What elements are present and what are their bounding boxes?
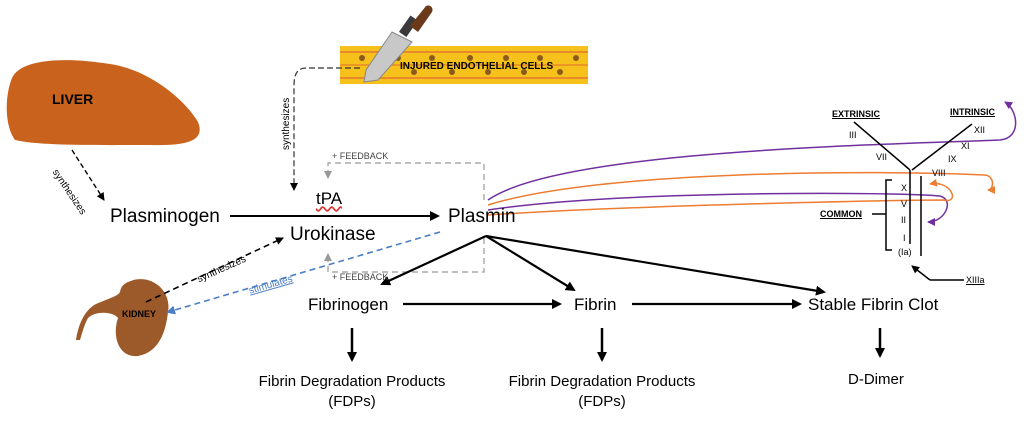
factor-x: X bbox=[901, 183, 908, 193]
liver-shape bbox=[6, 60, 200, 146]
stimulates-arrow bbox=[166, 231, 441, 315]
fdp-from-fibrinogen-line2: (FDPs) bbox=[328, 393, 376, 410]
fdp-from-fibrin-line2: (FDPs) bbox=[578, 393, 626, 410]
intrinsic-label: INTRINSIC bbox=[950, 107, 995, 117]
feedback-top-label: + FEEDBACK bbox=[332, 151, 389, 161]
fdp-from-fibrinogen-line1: Fibrin Degradation Products bbox=[258, 373, 446, 390]
tpa-node: tPA bbox=[316, 189, 343, 208]
factor-i: I bbox=[903, 233, 906, 243]
d-dimer-node: D-Dimer bbox=[848, 371, 904, 388]
factor-xiiia: XIIIa bbox=[966, 275, 985, 285]
factor-vii: VII bbox=[876, 152, 888, 162]
fibrin-node: Fibrin bbox=[574, 295, 617, 314]
kidney-shape bbox=[76, 279, 169, 357]
factor-ix: IX bbox=[948, 154, 957, 164]
coagulation-cascade bbox=[853, 121, 973, 281]
factor-ia: (Ia) bbox=[898, 247, 912, 257]
endothelium-label: INJURED ENDOTHELIAL CELLS bbox=[400, 61, 554, 72]
feedback-bottom-label: + FEEDBACK bbox=[332, 272, 389, 282]
plasminogen-node: Plasminogen bbox=[110, 206, 220, 227]
factor-viii: VIII bbox=[932, 168, 946, 178]
fdp-from-fibrin-line1: Fibrin Degradation Products bbox=[508, 373, 696, 390]
fdp-from-fibrinogen: Fibrin Degradation Products (FDPs) bbox=[236, 372, 468, 412]
extrinsic-label: EXTRINSIC bbox=[832, 109, 881, 119]
urokinase-node: Urokinase bbox=[290, 224, 376, 245]
liver-label: LIVER bbox=[52, 91, 94, 107]
stable-fibrin-clot-node: Stable Fibrin Clot bbox=[808, 295, 939, 314]
main-arrows bbox=[230, 211, 885, 362]
factor-xii: XII bbox=[974, 125, 986, 135]
factor-v: V bbox=[901, 199, 908, 209]
endothelium-synthesizes-label: synthesizes bbox=[281, 97, 292, 150]
kidney-label: KIDNEY bbox=[122, 309, 157, 319]
factor-ii: II bbox=[901, 215, 907, 225]
factor-xi: XI bbox=[961, 141, 970, 151]
common-label: COMMON bbox=[820, 209, 862, 219]
cascade-feedback-curves bbox=[487, 101, 1017, 226]
fdp-from-fibrin: Fibrin Degradation Products (FDPs) bbox=[486, 372, 718, 412]
factor-iii: III bbox=[849, 130, 857, 140]
fibrinogen-node: Fibrinogen bbox=[308, 295, 389, 314]
plasmin-node: Plasmin bbox=[448, 206, 516, 227]
synthesis-arrows bbox=[71, 67, 360, 303]
knife-icon bbox=[363, 5, 433, 83]
